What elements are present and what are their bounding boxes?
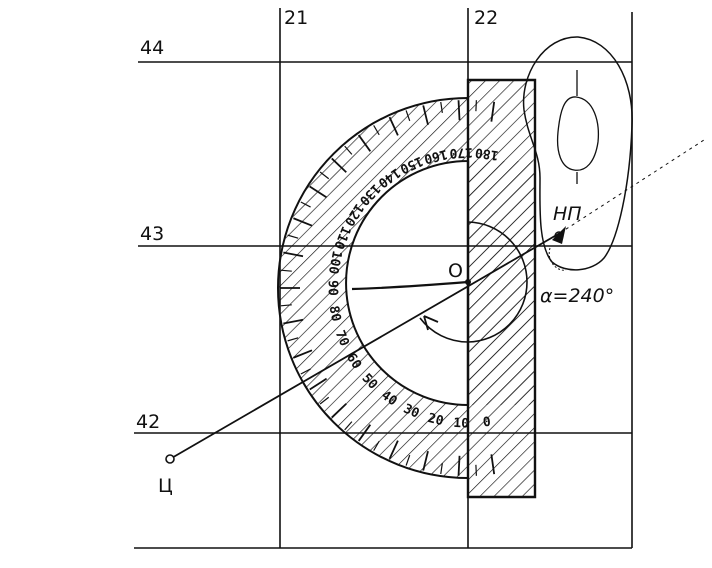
scale-tick [280, 304, 292, 307]
scale-tick [357, 134, 372, 152]
scale-tick [457, 100, 461, 121]
scale-tick [405, 454, 411, 466]
scale-tick [357, 424, 372, 442]
scale-tick [344, 421, 353, 431]
grid-label-21: 21 [284, 7, 308, 29]
scale-tick [319, 171, 330, 180]
center-label: О [448, 260, 463, 282]
scale-label: 160 [422, 146, 449, 166]
scale-tick [309, 377, 328, 391]
scale-tick [300, 368, 311, 375]
scale-tick [422, 105, 429, 126]
scale-tick [344, 145, 353, 155]
scale-tick [309, 185, 328, 199]
scale-tick [293, 217, 313, 227]
scale-tick [283, 251, 304, 258]
scale-tick [319, 396, 330, 405]
scale-label: 180 [474, 144, 500, 162]
scale-label: 100 [325, 249, 344, 275]
scale-label: 80 [326, 305, 344, 323]
scale-tick [405, 110, 411, 122]
scale-label: 40 [378, 388, 400, 409]
scale-tick [440, 101, 443, 113]
target-label: Ц [158, 475, 173, 497]
scale-tick [331, 157, 347, 173]
direction-line [169, 232, 561, 460]
scale-tick [457, 455, 461, 476]
grid-lines [134, 8, 633, 549]
direction-extension [559, 139, 705, 234]
scale-tick [287, 234, 299, 239]
protractor-scale-ticks [280, 100, 496, 476]
scale-tick [440, 463, 443, 475]
grid-label-44: 44 [140, 37, 164, 59]
scale-tick [283, 318, 304, 325]
scale-label: 0 [482, 415, 492, 431]
azimuth-label: α=240° [540, 285, 614, 307]
scale-tick [331, 403, 347, 419]
scale-tick [287, 337, 299, 342]
hill-contours [522, 36, 633, 271]
scale-label: 20 [426, 411, 445, 429]
observation-post-label: НП [553, 203, 582, 225]
scale-tick [422, 450, 429, 471]
observation-post-marker [548, 226, 567, 271]
grid-label-42: 42 [136, 411, 160, 433]
azimuth-arrow-icon [423, 315, 439, 331]
grid-label-22: 22 [474, 7, 498, 29]
protractor-ring [277, 96, 469, 480]
scale-tick [490, 101, 496, 122]
scale-tick [373, 125, 380, 136]
center-point [465, 279, 471, 285]
azimuth-arc [419, 221, 528, 343]
grid-label-43: 43 [140, 223, 164, 245]
scale-label: 30 [401, 402, 422, 422]
target-marker [165, 454, 175, 464]
scale-label: 90 [325, 280, 340, 296]
scale-tick [300, 201, 311, 208]
scale-tick [388, 116, 399, 136]
scale-label: 10 [453, 416, 470, 432]
scale-tick [293, 349, 313, 359]
scale-tick [490, 454, 496, 475]
scale-tick [373, 440, 380, 451]
scale-label: 70 [332, 328, 352, 348]
scale-tick [388, 440, 399, 460]
meridian-line [351, 280, 469, 291]
scale-tick [280, 269, 292, 272]
scale-label: 170 [449, 144, 473, 160]
